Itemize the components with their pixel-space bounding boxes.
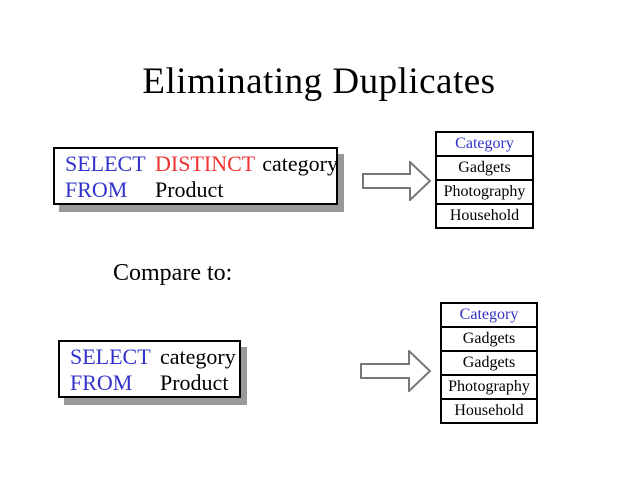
column-name: category [262,151,338,176]
from-keyword: FROM [65,177,128,202]
result-table-distinct: Category Gadgets Photography Household [435,131,534,229]
sql-query-plain-box: SELECT category FROM Product [58,340,241,398]
table-row: Household [435,203,534,229]
table-row: Photography [435,179,534,205]
table-cell: Household [440,398,538,424]
column-header: Category [435,131,534,157]
slide-title: Eliminating Duplicates [142,61,496,102]
table-cell: Household [435,203,534,229]
right-arrow-icon [360,350,432,392]
select-keyword: SELECT [70,344,151,369]
from-keyword: FROM [70,370,133,395]
sql-line-select: SELECT category [70,344,239,370]
distinct-keyword: DISTINCT [155,151,256,176]
table-row: Gadgets [440,350,538,376]
table-cell: Gadgets [440,326,538,352]
sql-line-from: FROM Product [65,177,336,203]
table-cell: Photography [435,179,534,205]
table-header-row: Category [435,131,534,157]
table-name: Product [155,177,224,202]
column-header: Category [440,302,538,328]
column-name: category [160,344,236,369]
sql-line-from: FROM Product [70,370,239,396]
table-name: Product [160,370,229,395]
table-row: Household [440,398,538,424]
table-row: Photography [440,374,538,400]
compare-label: Compare to: [113,260,233,286]
table-row: Gadgets [440,326,538,352]
table-header-row: Category [440,302,538,328]
table-cell: Gadgets [440,350,538,376]
select-keyword: SELECT [65,151,146,176]
table-row: Gadgets [435,155,534,181]
result-table-all: Category Gadgets Gadgets Photography Hou… [440,302,538,424]
table-cell: Photography [440,374,538,400]
right-arrow-icon [362,161,432,201]
table-cell: Gadgets [435,155,534,181]
